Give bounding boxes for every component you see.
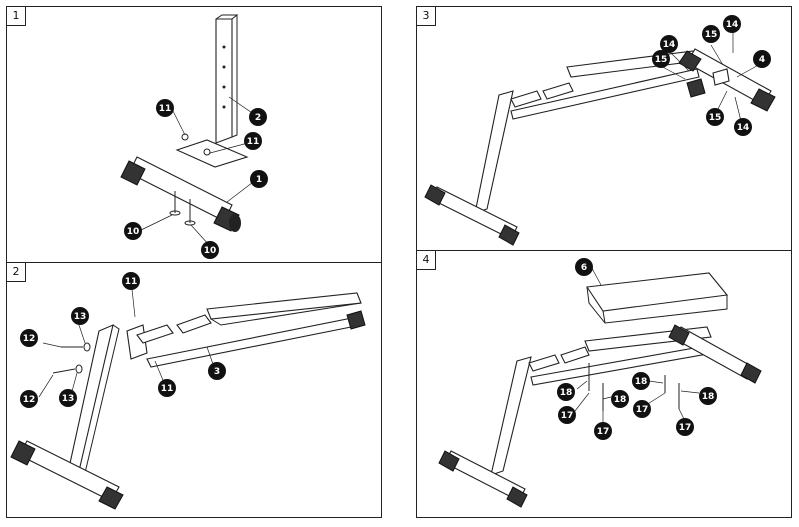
svg-text:14: 14	[726, 20, 739, 30]
svg-text:14: 14	[663, 40, 676, 50]
svg-text:15: 15	[709, 113, 722, 123]
callout-1: 1	[250, 170, 268, 188]
step-1-panel: 1 11 2 11 1 10 10	[6, 6, 382, 263]
svg-text:17: 17	[636, 405, 649, 415]
callout-14: 14	[660, 35, 678, 53]
callout-2: 2	[249, 108, 267, 126]
svg-text:3: 3	[214, 367, 220, 377]
svg-text:13: 13	[62, 394, 75, 404]
callout-15: 15	[702, 25, 720, 43]
svg-text:12: 12	[23, 334, 36, 344]
svg-text:13: 13	[74, 312, 87, 322]
svg-text:10: 10	[204, 246, 217, 256]
callout-15: 15	[652, 50, 670, 68]
svg-text:17: 17	[679, 423, 692, 433]
svg-text:18: 18	[614, 395, 627, 405]
svg-text:1: 1	[256, 175, 262, 185]
svg-text:2: 2	[255, 113, 261, 123]
callout-10: 10	[201, 241, 219, 259]
svg-text:12: 12	[23, 395, 36, 405]
svg-text:17: 17	[561, 411, 574, 421]
callout-18: 18	[611, 390, 629, 408]
step-4-panel: 4 6 18 18 18 18	[416, 250, 792, 518]
callout-17: 17	[676, 418, 694, 436]
step-number: 2	[7, 263, 26, 282]
svg-text:18: 18	[560, 388, 573, 398]
callout-11: 11	[156, 99, 174, 117]
step-2-illustration: 11 12 13 13 12 3 11	[10, 272, 366, 510]
svg-text:11: 11	[125, 277, 138, 287]
callout-3: 3	[208, 362, 226, 380]
callout-17: 17	[594, 422, 612, 440]
step-3-illustration: 14 15 14 4 15 15 14	[424, 15, 776, 246]
callout-18: 18	[557, 383, 575, 401]
step-2-panel: 2 11 12 13 13 12	[6, 262, 382, 518]
callout-18: 18	[632, 372, 650, 390]
callout-13: 13	[71, 307, 89, 325]
step-number: 3	[417, 7, 436, 26]
svg-text:18: 18	[635, 377, 648, 387]
svg-text:4: 4	[759, 55, 765, 65]
callout-12: 12	[20, 329, 38, 347]
svg-text:18: 18	[702, 392, 715, 402]
callout-11: 11	[158, 379, 176, 397]
callout-14: 14	[734, 118, 752, 136]
svg-text:15: 15	[655, 55, 668, 65]
callout-11: 11	[244, 132, 262, 150]
callout-6: 6	[575, 258, 593, 276]
callout-11: 11	[122, 272, 140, 290]
svg-text:6: 6	[581, 263, 587, 273]
callout-14: 14	[723, 15, 741, 33]
step-number: 4	[417, 251, 436, 270]
callout-12: 12	[20, 390, 38, 408]
svg-text:11: 11	[161, 384, 174, 394]
callout-17: 17	[558, 406, 576, 424]
svg-text:11: 11	[247, 137, 260, 147]
step-1-illustration: 11 2 11 1 10 10	[120, 14, 268, 259]
step-4-illustration: 6 18 18 18 18 17 17 17 17	[438, 258, 762, 508]
callout-13: 13	[59, 389, 77, 407]
step-3-panel: 3 14 15 14 4 15 15 14	[416, 6, 792, 251]
svg-text:10: 10	[127, 227, 140, 237]
svg-text:11: 11	[159, 104, 172, 114]
callout-4: 4	[753, 50, 771, 68]
step-number: 1	[7, 7, 26, 26]
svg-text:15: 15	[705, 30, 718, 40]
svg-text:14: 14	[737, 123, 750, 133]
callout-18: 18	[699, 387, 717, 405]
callout-17: 17	[633, 400, 651, 418]
callout-15: 15	[706, 108, 724, 126]
svg-text:17: 17	[597, 427, 610, 437]
callout-10: 10	[124, 222, 142, 240]
